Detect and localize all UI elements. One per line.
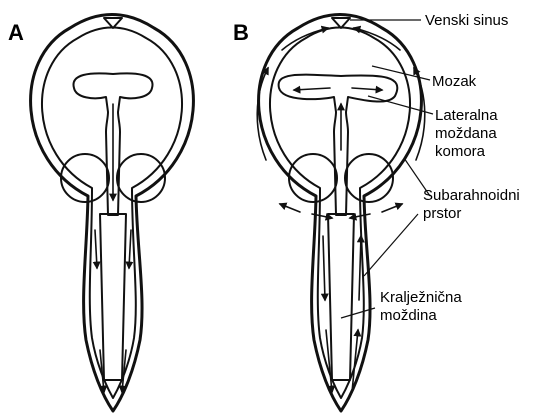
label-venous-sinus: Venski sinus	[425, 12, 508, 29]
panel-b-outer-outline	[259, 15, 422, 412]
panel-b: B	[233, 15, 425, 412]
label-lateral-ventricle-3: komora	[435, 143, 486, 160]
panel-b-inner-membrane	[270, 28, 410, 399]
panel-b-spinal-cord	[328, 214, 354, 380]
panel-a: A	[8, 15, 193, 412]
label-subarachnoid-2: prstor	[423, 205, 461, 222]
panel-b-flow-canal-left-down	[323, 236, 325, 300]
label-lateral-ventricle-1: Lateralna	[435, 107, 498, 124]
leader-brain	[372, 66, 430, 80]
panel-a-letter: A	[8, 20, 24, 45]
panel-b-flow-base-right	[382, 204, 402, 212]
panel-a-flow-left-canal	[95, 230, 97, 268]
panel-b-flow-ventricle-right	[352, 88, 382, 90]
panel-a-venous-sinus	[104, 18, 122, 28]
panel-b-letter: B	[233, 20, 249, 45]
label-spinal-cord-2: moždina	[380, 307, 437, 324]
panel-b-flow-base-left	[280, 204, 300, 212]
panel-b-venous-sinus	[332, 18, 350, 28]
labels: Venski sinus Mozak Lateralna moždana kom…	[380, 12, 520, 324]
panel-b-flow-canal-right-up	[359, 236, 361, 300]
label-spinal-cord-1: Kralježnična	[380, 289, 462, 306]
leader-subarachnoid-lower	[364, 214, 418, 276]
label-lateral-ventricle-2: moždana	[435, 125, 497, 142]
panel-a-flow-right-canal	[129, 230, 131, 268]
label-subarachnoid-1: Subarahnoidni	[423, 187, 520, 204]
panel-a-inner-membrane	[42, 28, 182, 399]
label-brain: Mozak	[432, 73, 477, 90]
panel-a-spinal-cord	[100, 214, 126, 380]
panel-b-flow-ventricle-left	[294, 88, 330, 90]
leader-lines	[341, 20, 433, 318]
